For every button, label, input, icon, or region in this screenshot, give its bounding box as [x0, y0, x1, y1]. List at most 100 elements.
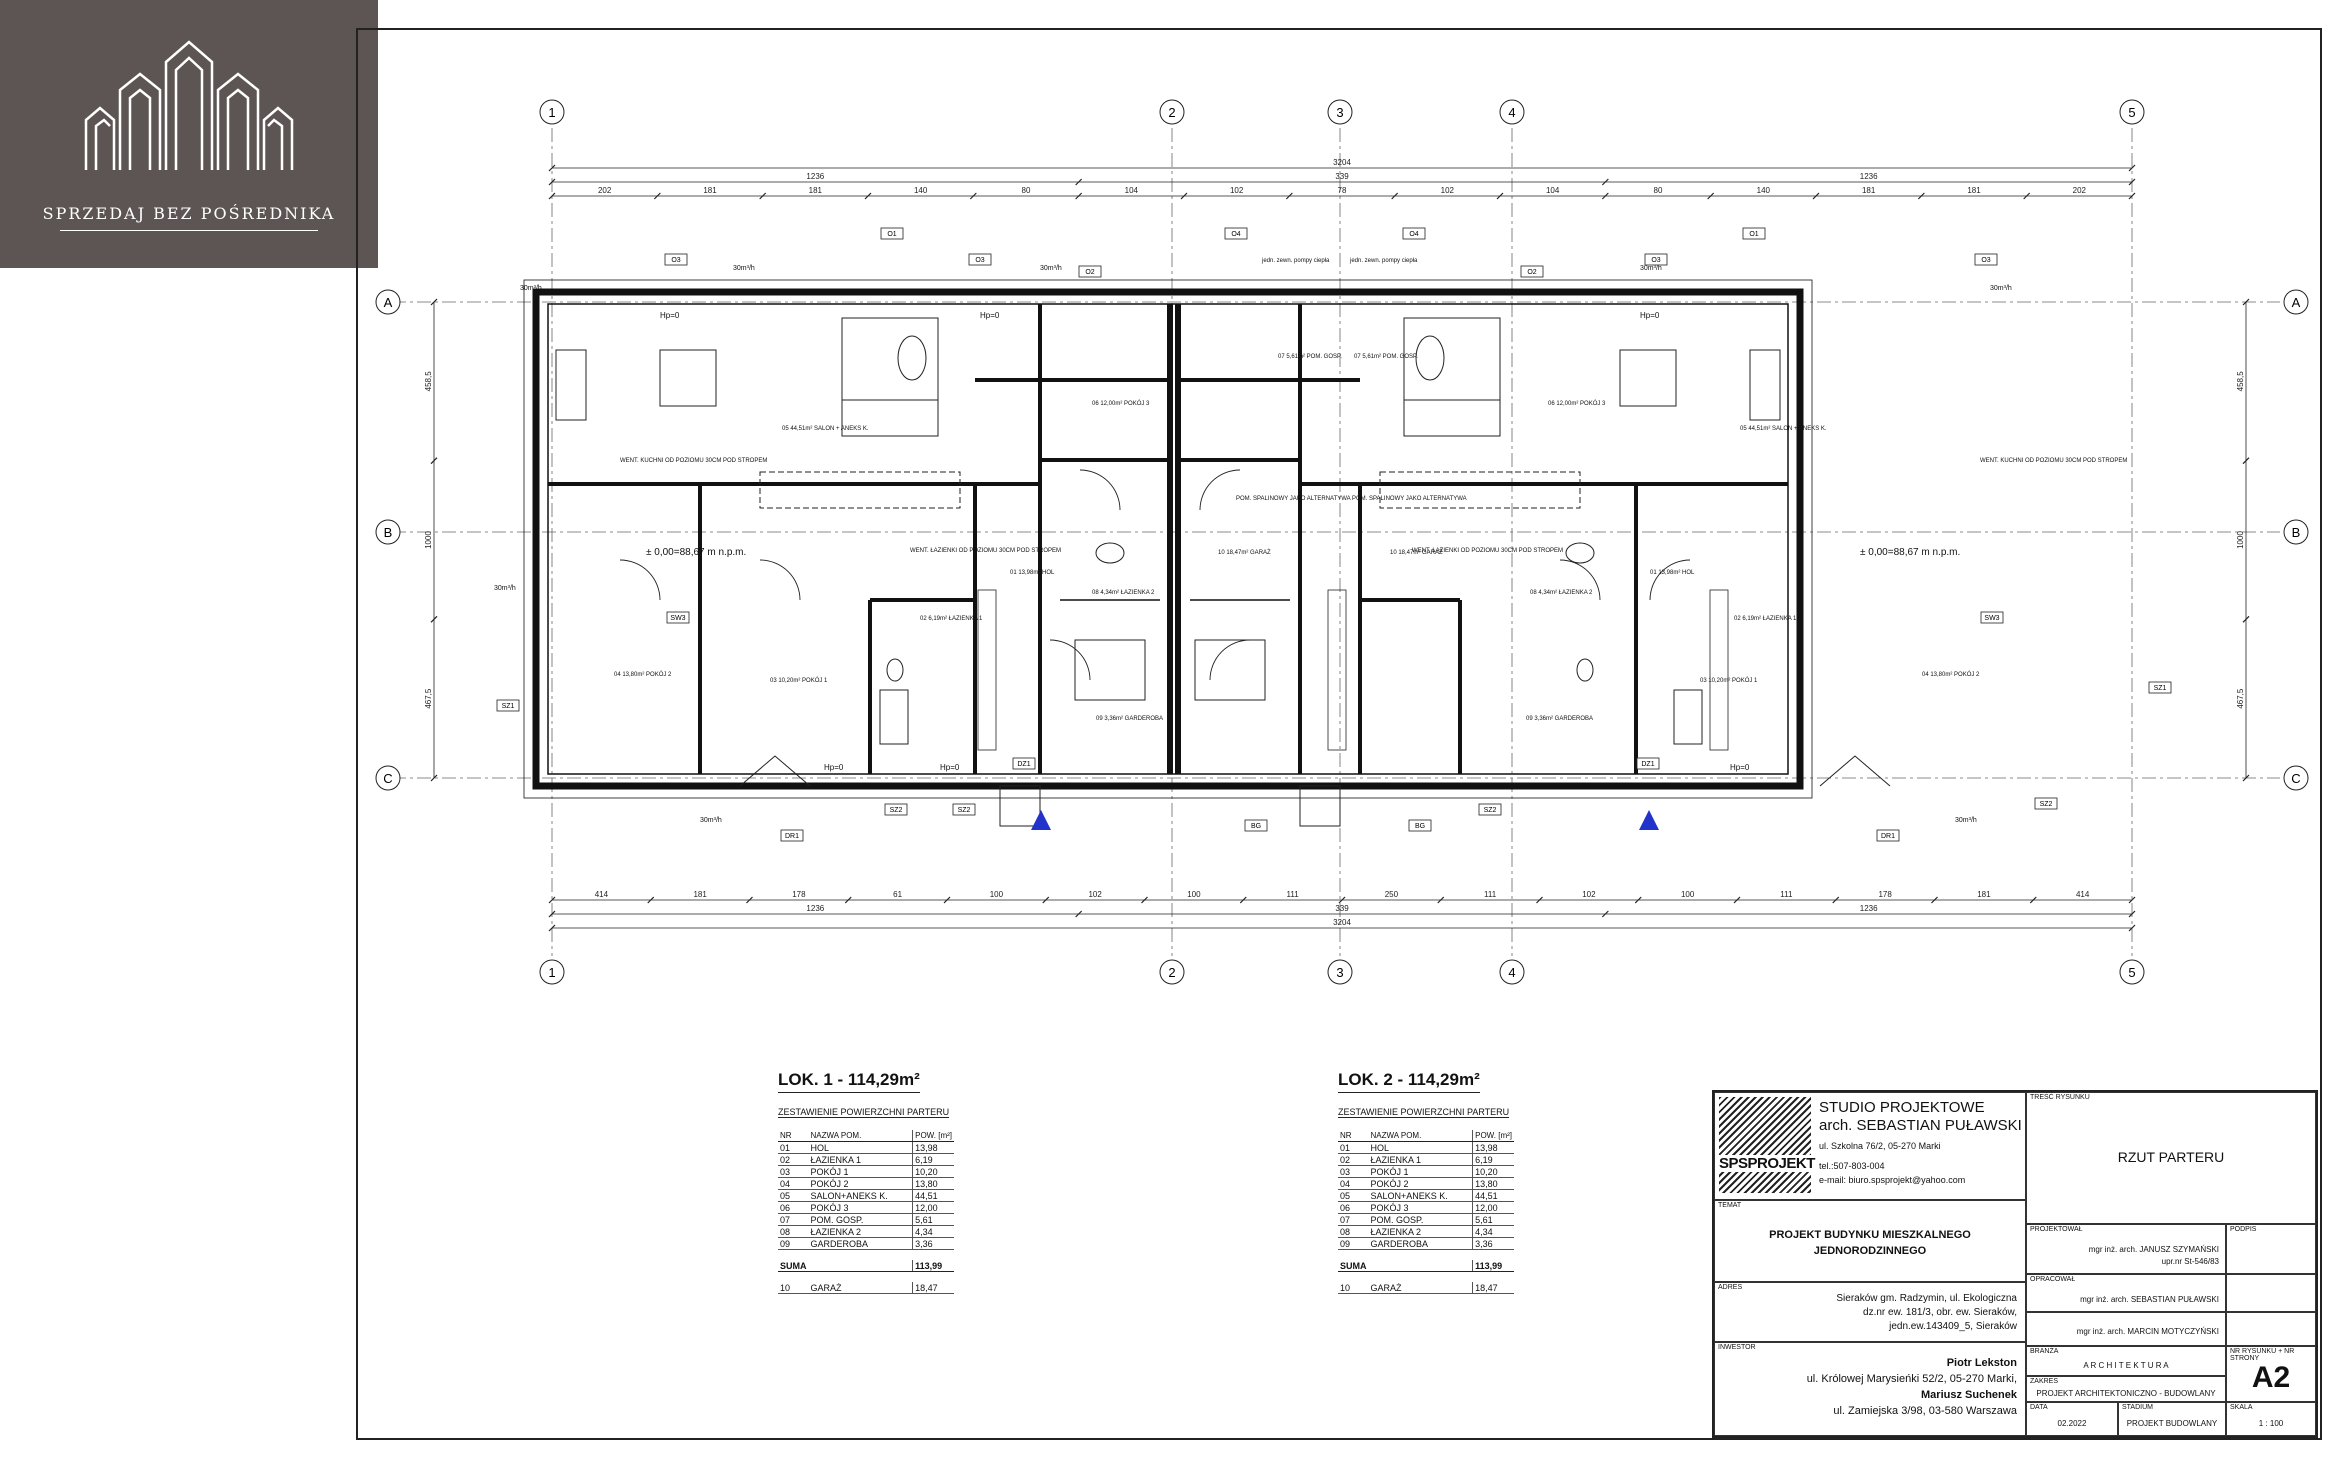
label: PROJEKTOWAŁ [2030, 1226, 2083, 1233]
dimension-label: 140 [1757, 186, 1771, 195]
subject-line-1: PROJEKT BUDYNKU MIESZKALNEGO [1769, 1229, 1971, 1241]
prepared-by-box: OPRACOWAŁ mgr inż. arch. SEBASTIAN PUŁAW… [2026, 1274, 2226, 1312]
dimension-label: 181 [809, 186, 823, 195]
axis-label: 3 [1336, 105, 1343, 120]
flow-rate: 30m³/h [733, 265, 755, 272]
axis-marker: 1 [539, 99, 565, 125]
axis-marker: C [375, 765, 401, 791]
col-nr: NR [1338, 1130, 1369, 1142]
insulation-line [523, 279, 1813, 799]
axis-marker: C [2283, 765, 2309, 791]
svg-text:SW3: SW3 [670, 615, 685, 622]
room-label: 02 6,19m² ŁAZIENKA 1 [920, 616, 983, 622]
dimension-tick [2029, 896, 2037, 904]
studio-line-1: STUDIO PROJEKTOWE [1819, 1099, 1985, 1116]
axis-label: 5 [2128, 105, 2135, 120]
dimension-label: 250 [1385, 890, 1399, 899]
furniture [555, 317, 1781, 745]
label: TREŚĆ RYSUNKU [2030, 1094, 2090, 1101]
dimension-label: 102 [1582, 890, 1596, 899]
dimension-tick [2128, 896, 2136, 904]
studio-logo-text: SPSPROJEKT [1719, 1155, 1815, 1172]
axis-marker: 3 [1327, 959, 1353, 985]
address-line-1: Sieraków gm. Radzymin, ul. Ekologiczna [1836, 1293, 2017, 1304]
dimension-tick [1437, 896, 1445, 904]
hp-mark: Hp=0 [824, 763, 844, 772]
dimension-label: 104 [1125, 186, 1139, 195]
dimension-tick [1707, 192, 1715, 200]
window-tag: O1 [1742, 227, 1766, 240]
dimension-label: 181 [703, 186, 717, 195]
note: POM. SPALINOWY JAKO ALTERNATYWA [1236, 496, 1351, 502]
scope-value: PROJEKT ARCHITEKTONICZNO - BUDOWLANY [2036, 1389, 2216, 1398]
dimension-tick [746, 896, 753, 904]
svg-text:DZ1: DZ1 [1017, 761, 1030, 768]
studio-box: SPSPROJEKT STUDIO PROJEKTOWE arch. SEBAS… [1714, 1092, 2026, 1200]
investor-line-4: ul. Zamiejska 3/98, 03-580 Warszawa [1833, 1405, 2017, 1417]
svg-text:O1: O1 [887, 231, 896, 238]
dimension-tick [844, 896, 852, 904]
window-tag: SZ1 [496, 699, 520, 712]
dimension-tick [2128, 924, 2136, 932]
drawing-content-box: TREŚĆ RYSUNKU RZUT PARTERU [2026, 1092, 2316, 1224]
col-name: NAZWA POM. [1368, 1130, 1473, 1142]
svg-text:DR1: DR1 [785, 833, 799, 840]
studio-line-4: tel.:507-803-004 [1819, 1161, 1885, 1171]
room-label: 09 3,36m² GARDEROBA [1096, 716, 1163, 722]
dimension-label: 111 [1484, 890, 1497, 899]
label: PODPIS [2230, 1226, 2257, 1233]
dimension-tick [647, 896, 655, 904]
axis-label: 5 [2128, 965, 2135, 980]
dimension-tick [1931, 896, 1938, 904]
room-label: 04 13,80m² POKÓJ 2 [1922, 671, 1980, 678]
hp-mark: Hp=0 [940, 763, 960, 772]
dimension-label: 467,5 [424, 688, 433, 709]
dimension-label: 178 [1878, 890, 1892, 899]
title-block: SPSPROJEKT STUDIO PROJEKTOWE arch. SEBAS… [1712, 1090, 2318, 1438]
svg-text:O2: O2 [1085, 269, 1094, 276]
axis-label: 2 [1168, 105, 1175, 120]
lok-title: LOK. 1 - 114,29m² [778, 1070, 920, 1093]
dimension-tick [430, 298, 438, 306]
subject-box: TEMAT PROJEKT BUDYNKU MIESZKALNEGO JEDNO… [1714, 1200, 2026, 1282]
flow-rate: 30m³/h [1640, 265, 1662, 272]
label: ZAKRES [2030, 1378, 2059, 1385]
window-tag: DR1 [780, 829, 804, 842]
dimension-tick [2242, 298, 2250, 306]
designer-box: PROJEKTOWAŁ mgr inż. arch. JANUSZ SZYMAŃ… [2026, 1224, 2226, 1274]
dimension-tick [1239, 896, 1247, 904]
axis-label: 2 [1168, 965, 1175, 980]
area-schedule-lok1: LOK. 1 - 114,29m² ZESTAWIENIE POWIERZCHN… [778, 1070, 968, 1294]
brand-logo: SPRZEDAJ BEZ POŚREDNIKA [0, 0, 378, 268]
svg-text:DR1: DR1 [1881, 833, 1895, 840]
svg-text:BG: BG [1415, 823, 1425, 830]
room-label: 03 10,20m² POKÓJ 1 [1700, 677, 1758, 684]
room-label: 01 13,98m² HOL [1650, 570, 1695, 576]
window-tag: DZ1 [1636, 757, 1660, 770]
drawing-sheet-border [356, 28, 2322, 1440]
svg-text:O3: O3 [671, 257, 680, 264]
area-schedule-lok2: LOK. 2 - 114,29m² ZESTAWIENIE POWIERZCHN… [1338, 1070, 1528, 1294]
window-tag: O4 [1402, 227, 1426, 240]
window-tag: DZ1 [1012, 757, 1036, 770]
label: STADIUM [2122, 1404, 2153, 1411]
branch-box: BRANŻA A R C H I T E K T U R A [2026, 1346, 2226, 1376]
drawing-title: RZUT PARTERU [2117, 1149, 2225, 1165]
dimension-tick [2242, 774, 2250, 782]
date-box: DATA 02.2022 [2026, 1402, 2118, 1436]
window-tag: O3 [664, 253, 688, 266]
room-label: 01 13,98m² HOL [1010, 570, 1055, 576]
flow-rate: 30m³/h [700, 817, 722, 824]
dimension-tick [1042, 896, 1050, 904]
axis-label: A [384, 295, 393, 310]
dimension-tick [548, 924, 556, 932]
window-tag: O3 [968, 253, 992, 266]
window-tag: O2 [1078, 265, 1102, 278]
